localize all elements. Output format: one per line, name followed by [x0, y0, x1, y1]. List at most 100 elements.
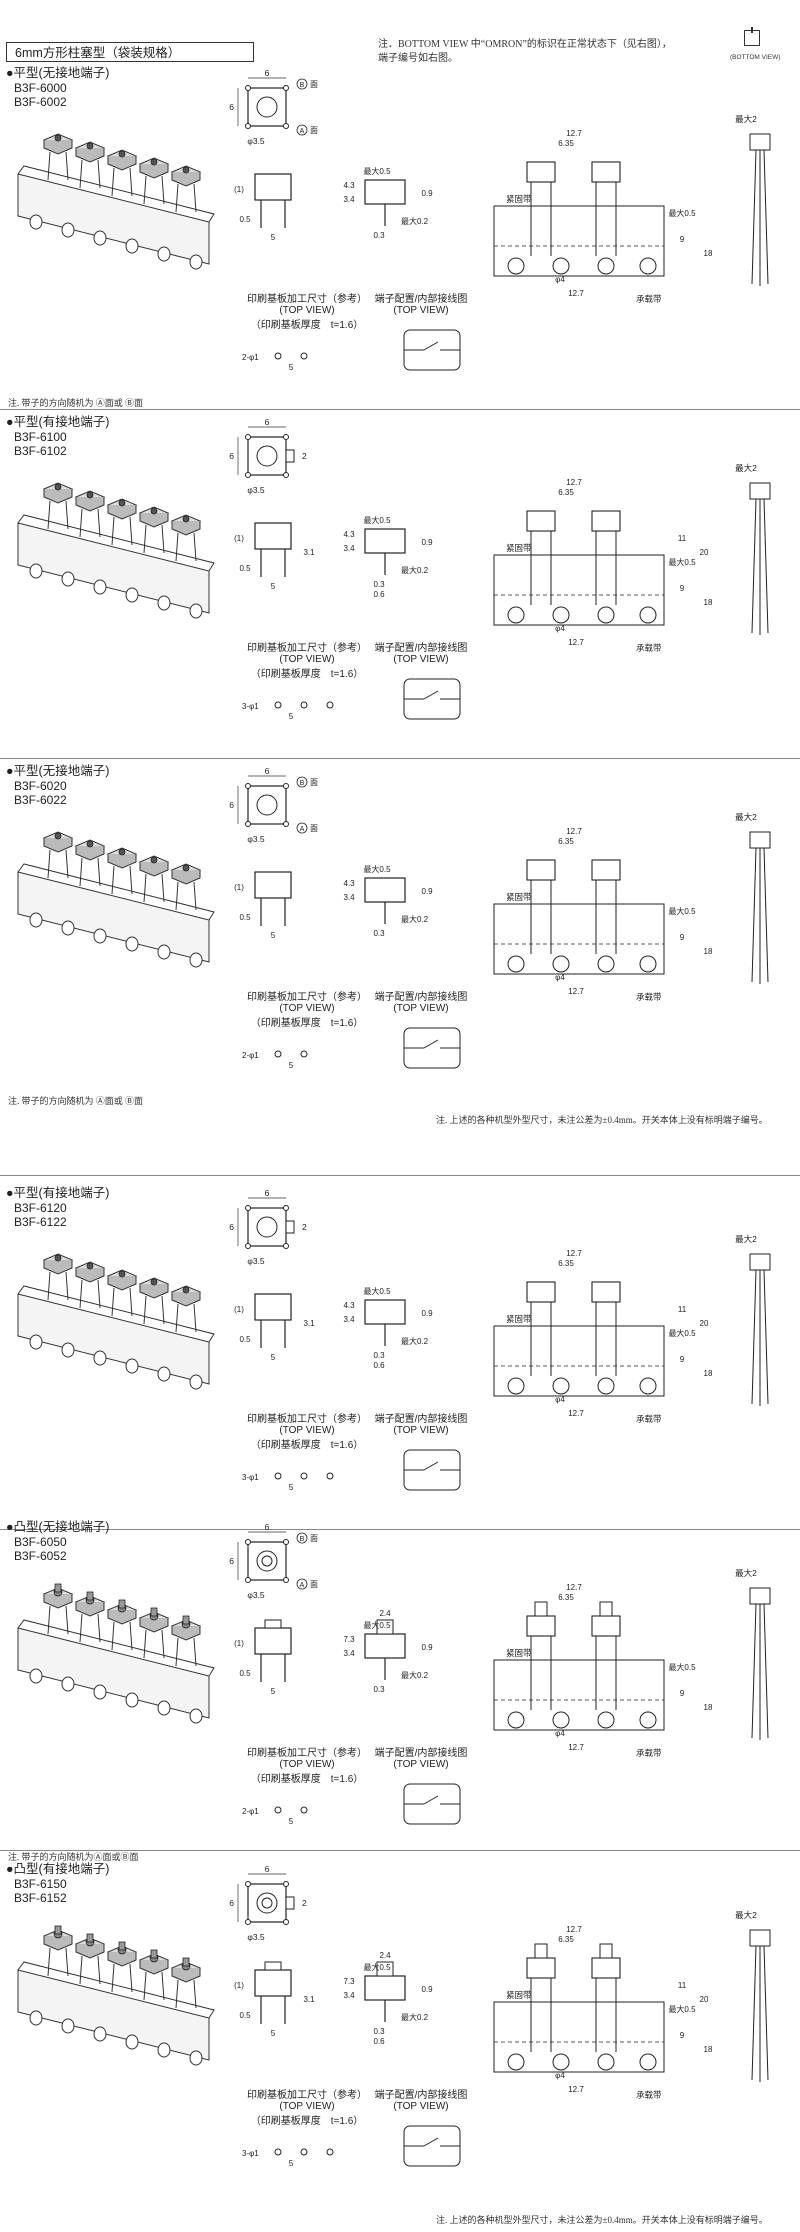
pcb-pitch-5: 5	[289, 1817, 294, 1826]
tape-offset-6-35: 6.35	[558, 1935, 574, 1944]
pcb-hole-pattern: 2-φ15	[242, 1050, 308, 1070]
model-number: B3F-6102	[14, 444, 67, 458]
face-a-marker: A	[300, 1582, 305, 1589]
model-number: B3F-6150	[14, 1877, 67, 1891]
dim-width-6: 6	[265, 68, 270, 78]
dim-0-9: 0.9	[421, 1309, 433, 1318]
dim-1: (1)	[234, 1981, 244, 1990]
hole-count-label: 3-φ1	[242, 2149, 259, 2158]
pcb-thickness-label: （印刷基板厚度 t=1.6）	[250, 320, 364, 331]
fixed-tape-label: 紧固带	[506, 1648, 532, 1658]
max-0-5-label: 最大0.5	[363, 515, 391, 525]
model-number: B3F-6100	[14, 430, 67, 444]
page-title: 6mm方形柱塞型（袋装规格）	[6, 42, 254, 62]
terminal-label: 端子配置/内部接线图	[374, 294, 468, 305]
model-number: B3F-6002	[14, 95, 67, 109]
max-0-2-label: 最大0.2	[401, 914, 429, 924]
top-view-label: (TOP VIEW)	[279, 1425, 335, 1436]
dim-2-4: 2.4	[379, 1609, 391, 1618]
max-2-label: 最大2	[735, 463, 757, 473]
side-profile-drawing: 最大2	[735, 114, 771, 286]
pcb-thickness-label: （印刷基板厚度 t=1.6）	[250, 1440, 364, 1451]
tape-illustration	[17, 482, 215, 619]
tape-dim-18: 18	[704, 947, 713, 956]
side-profile-drawing: 最大2	[735, 463, 771, 635]
section-title: ●凸型(有接地端子)	[6, 1862, 110, 1876]
tape-pitch-12-7: 12.7	[566, 1583, 582, 1592]
fixed-tape-label: 紧固带	[506, 892, 532, 902]
hole-count-label: 2-φ1	[242, 353, 259, 362]
wiring-diagram	[403, 1449, 461, 1491]
header-note: 注．BOTTOM VIEW 中“OMRON”的标识在正常状态下（见右图）， 端子…	[378, 38, 672, 66]
tape-offset-6-35: 6.35	[558, 488, 574, 497]
face-b-marker: B	[300, 780, 305, 787]
wiring-diagram	[403, 1783, 461, 1825]
pcb-label-block: 印刷基板加工尺寸（参考）(TOP VIEW)（印刷基板厚度 t=1.6）	[232, 1744, 382, 1785]
max-0-2-label: 最大0.2	[401, 216, 429, 226]
carrier-tape-label: 承载带	[636, 992, 662, 1002]
tape-pitch-12-7: 12.7	[566, 1249, 582, 1258]
top-view-label: (TOP VIEW)	[279, 305, 335, 316]
tape-dim-20: 20	[700, 1319, 709, 1328]
dim-height-6: 6	[229, 800, 234, 810]
dim-3-4: 3.4	[343, 1991, 355, 2000]
pcb-label: 印刷基板加工尺寸（参考）	[247, 643, 367, 654]
dim-0-3: 0.3	[373, 1685, 385, 1694]
section-note: 注. 带子的方向随机为 Ⓐ面或 Ⓑ面	[8, 398, 144, 408]
max-0-5-label: 最大0.5	[363, 1620, 391, 1630]
face-b-marker: B	[300, 82, 305, 89]
tape-pitch-12-7: 12.7	[566, 1925, 582, 1934]
pcb-pitch-5: 5	[289, 2159, 294, 2168]
terminal-top-view: (TOP VIEW)	[393, 2101, 449, 2112]
pcb-label-block: 印刷基板加工尺寸（参考）(TOP VIEW)（印刷基板厚度 t=1.6）	[232, 1410, 382, 1451]
model-number: B3F-6122	[14, 1215, 67, 1229]
dim-ground-2: 2	[302, 1222, 307, 1232]
section-note: 注. 带子的方向随机为Ⓐ面或Ⓑ面	[8, 1852, 139, 1862]
dim-0-9: 0.9	[421, 189, 433, 198]
tape-dim-18: 18	[704, 598, 713, 607]
terminal-label-block: 端子配置/内部接线图(TOP VIEW)	[366, 639, 476, 665]
tape-illustration	[17, 1925, 215, 2066]
pcb-hole-pattern: 3-φ15	[242, 1472, 334, 1492]
model-number: B3F-6022	[14, 793, 67, 807]
bottom-view-caption: (BOTTOM VIEW)	[730, 54, 781, 61]
max-0-2-label: 最大0.2	[401, 1336, 429, 1346]
model-number: B3F-6120	[14, 1201, 67, 1215]
pcb-hole-pattern: 2-φ15	[242, 352, 308, 372]
dim-0-5: 0.5	[239, 215, 251, 224]
dim-diameter-3-5: φ3.5	[247, 1256, 265, 1266]
wiring-diagram	[403, 329, 461, 371]
dim-3-4: 3.4	[343, 544, 355, 553]
face-a-marker: A	[300, 128, 305, 135]
tape-dim-11: 11	[678, 1305, 687, 1314]
tape-bottom-12-7: 12.7	[568, 987, 584, 996]
model-number: B3F-6000	[14, 81, 67, 95]
max-0-5-label: 最大0.5	[363, 166, 391, 176]
pcb-hole-pattern: 2-φ15	[242, 1806, 308, 1826]
section-title: ●平型(无接地端子)	[6, 764, 110, 778]
dim-height-6: 6	[229, 1556, 234, 1566]
dim-pitch-5: 5	[271, 1687, 276, 1696]
dim-height-side: 4.3	[343, 1301, 355, 1310]
terminal-label-block: 端子配置/内部接线图(TOP VIEW)	[366, 2086, 476, 2112]
pcb-label: 印刷基板加工尺寸（参考）	[247, 1748, 367, 1759]
dim-diameter-3-5: φ3.5	[247, 834, 265, 844]
tape-dim-9: 9	[680, 235, 685, 244]
dim-0-5: 0.5	[239, 1669, 251, 1678]
divider-mid	[0, 1175, 800, 1176]
tape-hole-4: φ4	[555, 2071, 565, 2080]
dim-diameter-3-5: φ3.5	[247, 1590, 265, 1600]
section-title: ●平型(无接地端子)	[6, 66, 110, 80]
dim-width-6: 6	[265, 1522, 270, 1532]
tape-illustration	[17, 1253, 215, 1390]
carrier-tape-label: 承载带	[636, 1414, 662, 1424]
dim-3-1: 3.1	[303, 1319, 315, 1328]
tape-bottom-12-7: 12.7	[568, 638, 584, 647]
